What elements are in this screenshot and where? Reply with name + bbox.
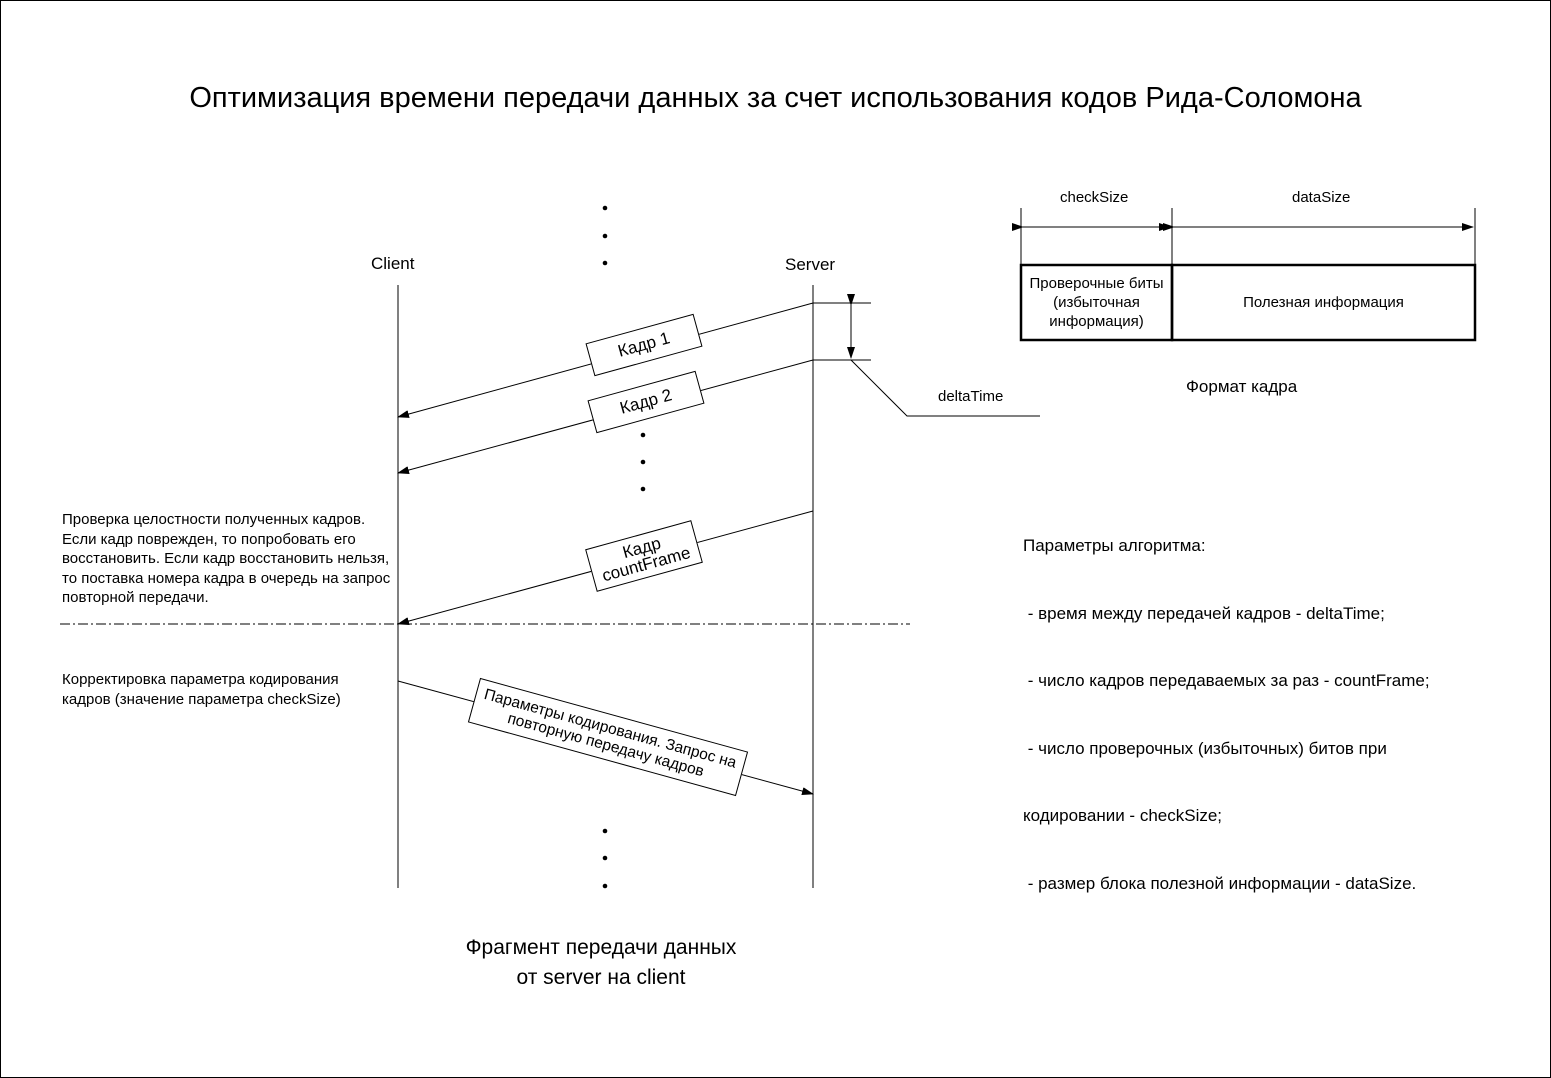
- delta-time-dimension: [813, 294, 1040, 417]
- payload-text: Полезная информация: [1243, 294, 1404, 311]
- algorithm-param-item: - размер блока полезной информации - dat…: [1023, 873, 1417, 893]
- continuation-dots-bottom: [602, 828, 608, 889]
- algorithm-params: Параметры алгоритма: - время между перед…: [1023, 490, 1430, 918]
- check-bits-text: Проверочные биты (избыточная информация): [1029, 275, 1164, 330]
- payload-cell: [1170, 263, 1477, 342]
- check-size-label: checkSize: [1060, 189, 1129, 206]
- client-label: Client: [371, 254, 415, 273]
- frame2-label: Кадр 2: [617, 385, 674, 418]
- integrity-check-note: Проверка целостности полученных кадров. …: [62, 511, 391, 606]
- continuation-dots-middle: [640, 432, 646, 492]
- frame-format-dimensions: [1012, 208, 1476, 264]
- diagram-title: Оптимизация времени передачи данных за с…: [189, 82, 1362, 114]
- delta-time-label: deltaTime: [938, 388, 1004, 405]
- continuation-dots-top: [602, 205, 608, 266]
- algorithm-param-item: кодировании - checkSize;: [1023, 806, 1223, 825]
- frame-format-caption: Формат кадра: [1186, 377, 1298, 396]
- algorithm-params-heading: Параметры алгоритма:: [1023, 536, 1206, 555]
- data-size-label: dataSize: [1292, 189, 1351, 206]
- algorithm-param-item: - число проверочных (избыточных) битов п…: [1023, 738, 1387, 758]
- correction-note: Корректировка параметра кодирования кадр…: [62, 671, 341, 708]
- fragment-caption: Фрагмент передачи данных от server на cl…: [401, 933, 801, 993]
- fragment-caption-line2: от server на client: [516, 966, 686, 989]
- frame1-label: Кадр 1: [615, 328, 672, 361]
- algorithm-param-item: - время между передачей кадров - deltaTi…: [1023, 603, 1385, 623]
- fragment-caption-line1: Фрагмент передачи данных: [465, 936, 737, 959]
- algorithm-param-item: - число кадров передаваемых за раз - cou…: [1023, 671, 1430, 690]
- server-label: Server: [785, 255, 836, 274]
